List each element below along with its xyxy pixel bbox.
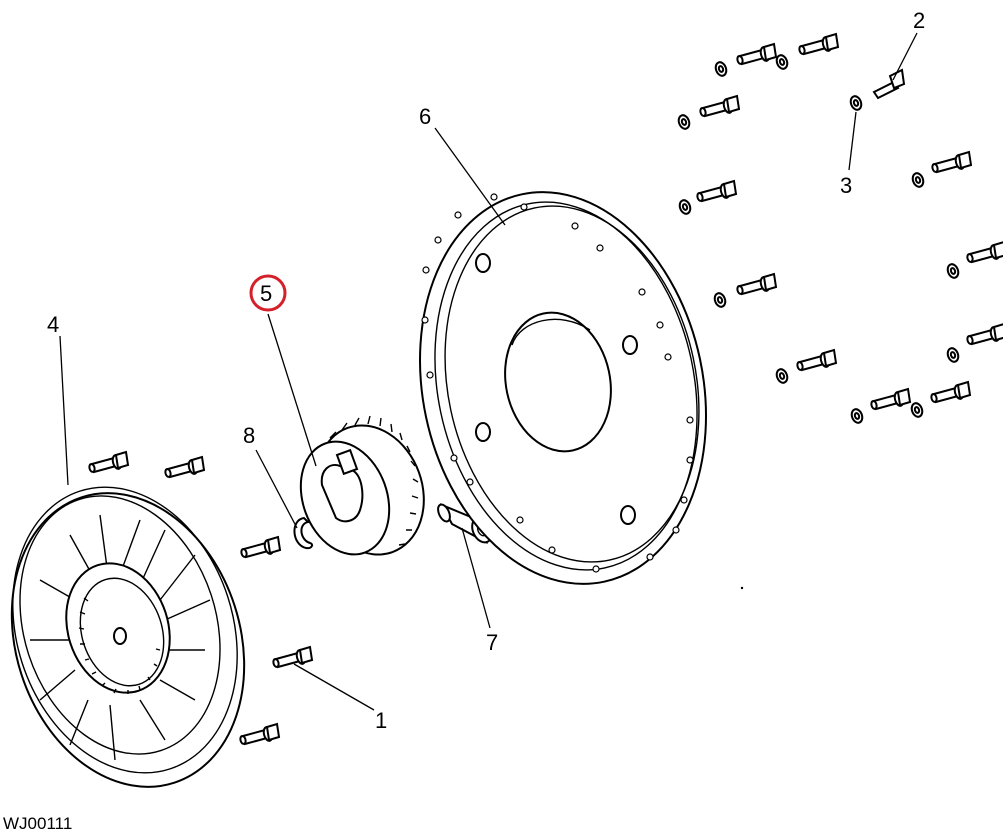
callout-3: 3 [840,173,852,198]
part-4-ring-gear-carrier [10,486,246,788]
callout-4: 4 [47,312,59,337]
part-5-gear [299,415,425,556]
callout-5-highlight-ring [249,274,287,312]
leader-lines [59,32,918,711]
callout-1: 1 [375,708,387,733]
part-2-bolts-and-part-3-washers [675,33,1003,426]
callout-6: 6 [419,104,431,129]
drawing-id: WJ00111 [3,814,72,833]
callout-2: 2 [913,8,925,33]
part-8-snap-ring [293,516,314,550]
callout-7: 7 [486,630,498,655]
part-6-flywheel-plate [419,191,707,585]
callout-5: 5 [260,281,272,306]
callout-8: 8 [243,423,255,448]
stray-dot [740,586,744,590]
callout-labels: 1 2 3 4 5 6 7 8 [47,8,925,733]
